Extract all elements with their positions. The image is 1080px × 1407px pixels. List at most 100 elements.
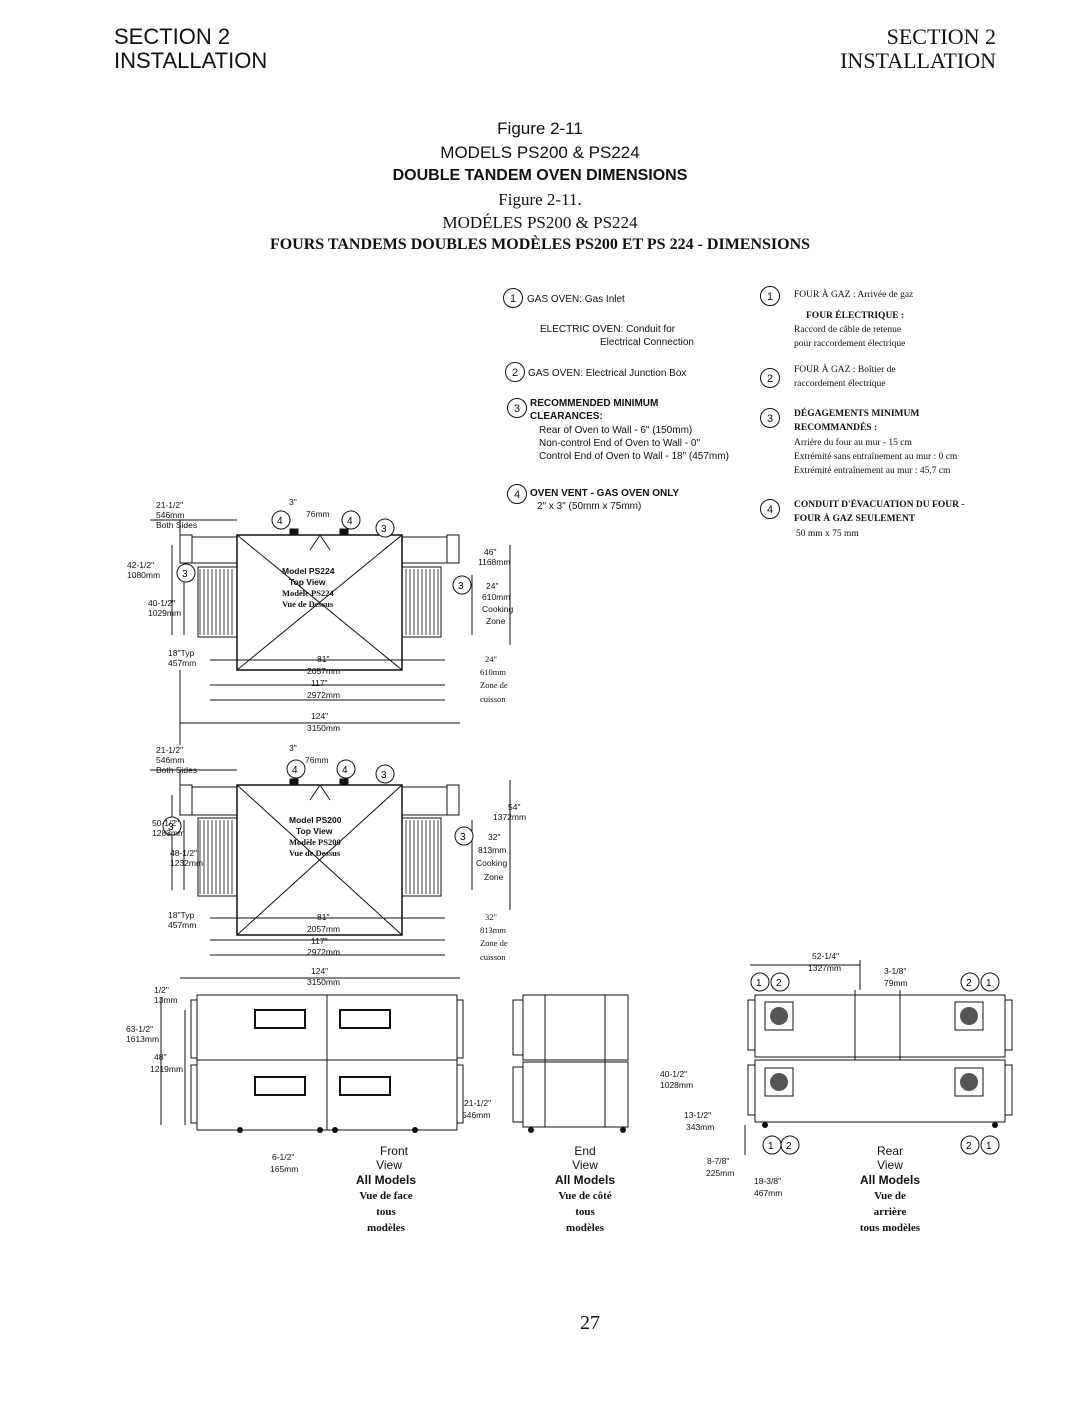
ps224-dim-l3-b: 3150mm xyxy=(307,723,341,733)
ps224-dim-h1-b: 1080mm xyxy=(127,570,161,580)
front-dim-foot-a: 6-1/2" xyxy=(272,1152,295,1162)
legend-fr-item2a: FOUR À GAZ : Boîtier de xyxy=(794,365,896,375)
legend-fr-item1a: FOUR À GAZ : Arrivée de gaz xyxy=(794,290,914,300)
rear-dim-v-b: 79mm xyxy=(884,978,908,988)
end-caption-2: View xyxy=(572,1158,598,1172)
legend-fr-item3a: DÉGAGEMENTS MINIMUM xyxy=(794,409,920,419)
rear-dim-h-b: 1028mm xyxy=(660,1080,694,1090)
ps224-marker-4a: 4 xyxy=(277,516,283,527)
legend-fr-item1b: FOUR ÉLECTRIQUE : xyxy=(806,311,905,321)
front-view-drawing xyxy=(160,994,464,1133)
ps224-dim-l1-a: 81" xyxy=(317,654,330,664)
rear-marker-2b: 2 xyxy=(966,978,972,989)
end-dim-w-a: 21-1/2" xyxy=(464,1098,492,1108)
page-number: 27 xyxy=(580,1312,600,1334)
ps224-label-model-fr: Modèle PS224 xyxy=(282,588,334,598)
legend-fr-item2b: raccordement électrique xyxy=(794,379,886,389)
rear-dim-v-a: 3-1/8" xyxy=(884,966,907,976)
front-dim-foot-b: 165mm xyxy=(270,1164,299,1174)
ps224-dim-depth-a: 46" xyxy=(484,547,497,557)
ps200-dim-l3-a: 124" xyxy=(311,966,329,976)
ps224-dim-l2-b: 2972mm xyxy=(307,690,341,700)
ps200-dim-both-c: Both Sides xyxy=(156,765,198,775)
ps200-marker-3c: 3 xyxy=(460,832,466,843)
ps224-dim-l1-b: 2057mm xyxy=(307,666,341,676)
ps224-dim-h2-a: 40-1/2" xyxy=(148,598,176,608)
ps200-label-view: Top View xyxy=(296,826,333,836)
ps200-label-model-fr: Modèle PS200 xyxy=(289,837,341,847)
ps200-marker-3a: 3 xyxy=(381,770,387,781)
legend-fr-item3b: RECOMMANDÉS : xyxy=(794,423,878,433)
legend-marker-1: 1 xyxy=(503,288,523,308)
front-dim-h-b: 1613mm xyxy=(126,1034,160,1044)
ps224-label-view-fr: Vue de Dessus xyxy=(282,599,334,609)
header-section-right: SECTION 2 xyxy=(886,24,996,49)
ps224-marker-3c: 3 xyxy=(458,581,464,592)
ps200-dim-depth-b: 1372mm xyxy=(493,812,527,822)
ps200-dim-cz-b: 813mm xyxy=(478,845,507,855)
ps200-dim-depth-a: 54" xyxy=(508,802,521,812)
ps200-marker-4a: 4 xyxy=(292,765,298,776)
ps224-dim-l2-a: 117" xyxy=(311,678,328,688)
end-dim-w-b: 546mm xyxy=(462,1110,491,1120)
rear-dim-w-a: 52-1/4" xyxy=(812,951,840,961)
legend-fr-marker-4: 4 xyxy=(760,499,780,519)
legend-fr-item3c: Arrière du four au mur - 15 cm xyxy=(794,438,912,448)
rear-dim-w-b: 1327mm xyxy=(808,963,842,973)
ps224-dim-depth-b: 1168mm xyxy=(478,557,511,567)
ps200-dim-cz-c: Cooking xyxy=(476,858,508,868)
legend-en-item1a: GAS OVEN: Gas Inlet xyxy=(527,294,625,305)
end-caption-fr-3: modèles xyxy=(566,1222,604,1234)
ps200-dim-cz-d: Zone xyxy=(484,872,504,882)
legend-en-item3a: RECOMMENDED MINIMUM xyxy=(530,398,659,409)
ps224-dim-typ-a: 18"Typ xyxy=(168,648,195,658)
ps200-dim-l2-b: 2972mm xyxy=(307,947,341,957)
figure-subtitle: DOUBLE TANDEM OVEN DIMENSIONS xyxy=(392,167,688,184)
rear-caption-fr-2: arrière xyxy=(873,1206,907,1218)
ps200-dim-fr-a: 32" xyxy=(485,912,497,922)
ps224-dim-cz-a: 24" xyxy=(486,581,499,591)
ps224-dim-h2-b: 1029mm xyxy=(148,608,182,618)
legend-fr-item4a: CONDUIT D'ÉVACUATION DU FOUR - xyxy=(794,500,965,510)
rear-caption-1: Rear xyxy=(876,1144,903,1158)
models-title: MODELS PS200 & PS224 xyxy=(440,143,640,162)
ps200-label-model: Model PS200 xyxy=(289,815,342,825)
ps200-dim-fr-d: cuisson xyxy=(480,952,506,962)
ps224-dim-cz-d: Zone xyxy=(486,616,506,626)
end-caption-1: End xyxy=(574,1144,596,1158)
legend-fr-marker-1: 1 xyxy=(760,286,780,306)
rear-marker-2a: 2 xyxy=(776,978,782,989)
legend-fr-marker-2: 2 xyxy=(760,368,780,388)
ps200-dim-typ-b: 457mm xyxy=(168,920,197,930)
rear-marker-1b: 1 xyxy=(986,978,992,989)
ps224-marker-3b: 3 xyxy=(182,569,188,580)
ps200-marker-3b: 3 xyxy=(168,822,174,833)
ps224-marker-3a: 3 xyxy=(381,524,387,535)
header-installation-left: INSTALLATION xyxy=(114,48,268,73)
legend-en-item3c: Rear of Oven to Wall - 6" (150mm) xyxy=(539,425,693,436)
ps200-dim-h2-b: 1232mm xyxy=(170,858,204,868)
legend-fr-item1d: pour raccordement électrique xyxy=(794,339,906,349)
front-caption-fr-1: Vue de face xyxy=(359,1190,413,1202)
rear-marker-2d: 2 xyxy=(966,1141,972,1152)
rear-dim-d-a: 18-3/8" xyxy=(754,1176,782,1186)
ps200-dim-l2-a: 117" xyxy=(311,936,328,946)
rear-marker-1d: 1 xyxy=(986,1141,992,1152)
ps200-marker-4b: 4 xyxy=(342,765,348,776)
legend-en-item4b: 2" x 3" (50mm x 75mm) xyxy=(537,501,642,512)
ps200-dim-fr-b: 813mm xyxy=(480,925,506,935)
legend-en-item3e: Control End of Oven to Wall - 18" (457mm… xyxy=(539,451,729,462)
ps200-dim-l1-b: 2057mm xyxy=(307,924,341,934)
ps200-dim-typ-a: 18"Typ xyxy=(168,910,195,920)
ps200-dim-vent-a: 3" xyxy=(289,743,297,753)
legend-en-item3d: Non-control End of Oven to Wall - 0" xyxy=(539,438,701,449)
rear-marker-1a: 1 xyxy=(756,978,762,989)
legend-fr-marker-3: 3 xyxy=(760,408,780,428)
legend-fr-item4c: 50 mm x 75 mm xyxy=(796,529,859,539)
ps224-dim-vent-a: 3" xyxy=(289,497,297,507)
front-dim-h2-b: 1219mm xyxy=(150,1064,184,1074)
end-caption-fr-1: Vue de côté xyxy=(558,1190,612,1202)
rear-view-drawing: 1 2 2 1 1 2 2 1 xyxy=(744,960,1013,1155)
ps200-label-view-fr: Vue de Dessus xyxy=(289,848,341,858)
ps224-dim-l3-a: 124" xyxy=(311,711,329,721)
